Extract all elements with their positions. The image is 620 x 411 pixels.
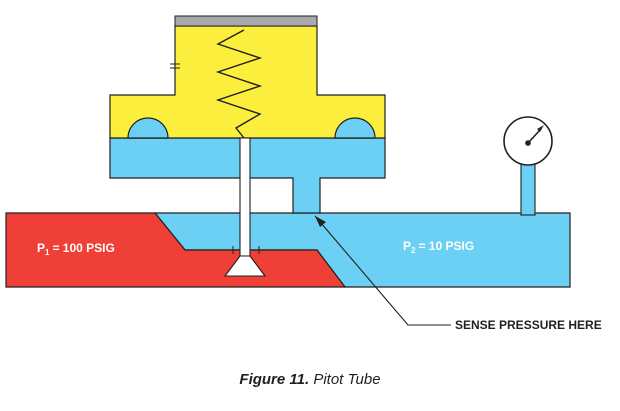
p2-label: P2= 10 PSIG (403, 239, 474, 255)
gauge-needle (527, 129, 541, 144)
diaphragm-bump-left (127, 117, 169, 139)
sense-pointer-line (314, 215, 451, 326)
spring (215, 29, 263, 139)
gauge-pivot (525, 140, 531, 146)
pitot-tube-diagram: P1= 100 PSIG P2= 10 PSIG SENSE PRESSURE … (5, 15, 602, 332)
valve-stem (239, 137, 251, 257)
figure-title: Pitot Tube (313, 371, 381, 388)
sense-pressure-label: SENSE PRESSURE HERE (455, 318, 602, 332)
sense-pointer-arrowhead (315, 216, 326, 227)
diaphragm-bump-right (334, 117, 376, 139)
p1-label: P1= 100 PSIG (37, 241, 115, 257)
figure-number: Figure 11. (239, 371, 310, 388)
valve-plug (223, 255, 267, 277)
gauge-needle-tip (537, 125, 544, 132)
actuator-cap (174, 15, 318, 27)
figure-caption: Figure 11. Pitot Tube (0, 371, 620, 388)
gauge-stem (520, 162, 536, 216)
upstream-pipe (5, 212, 347, 288)
